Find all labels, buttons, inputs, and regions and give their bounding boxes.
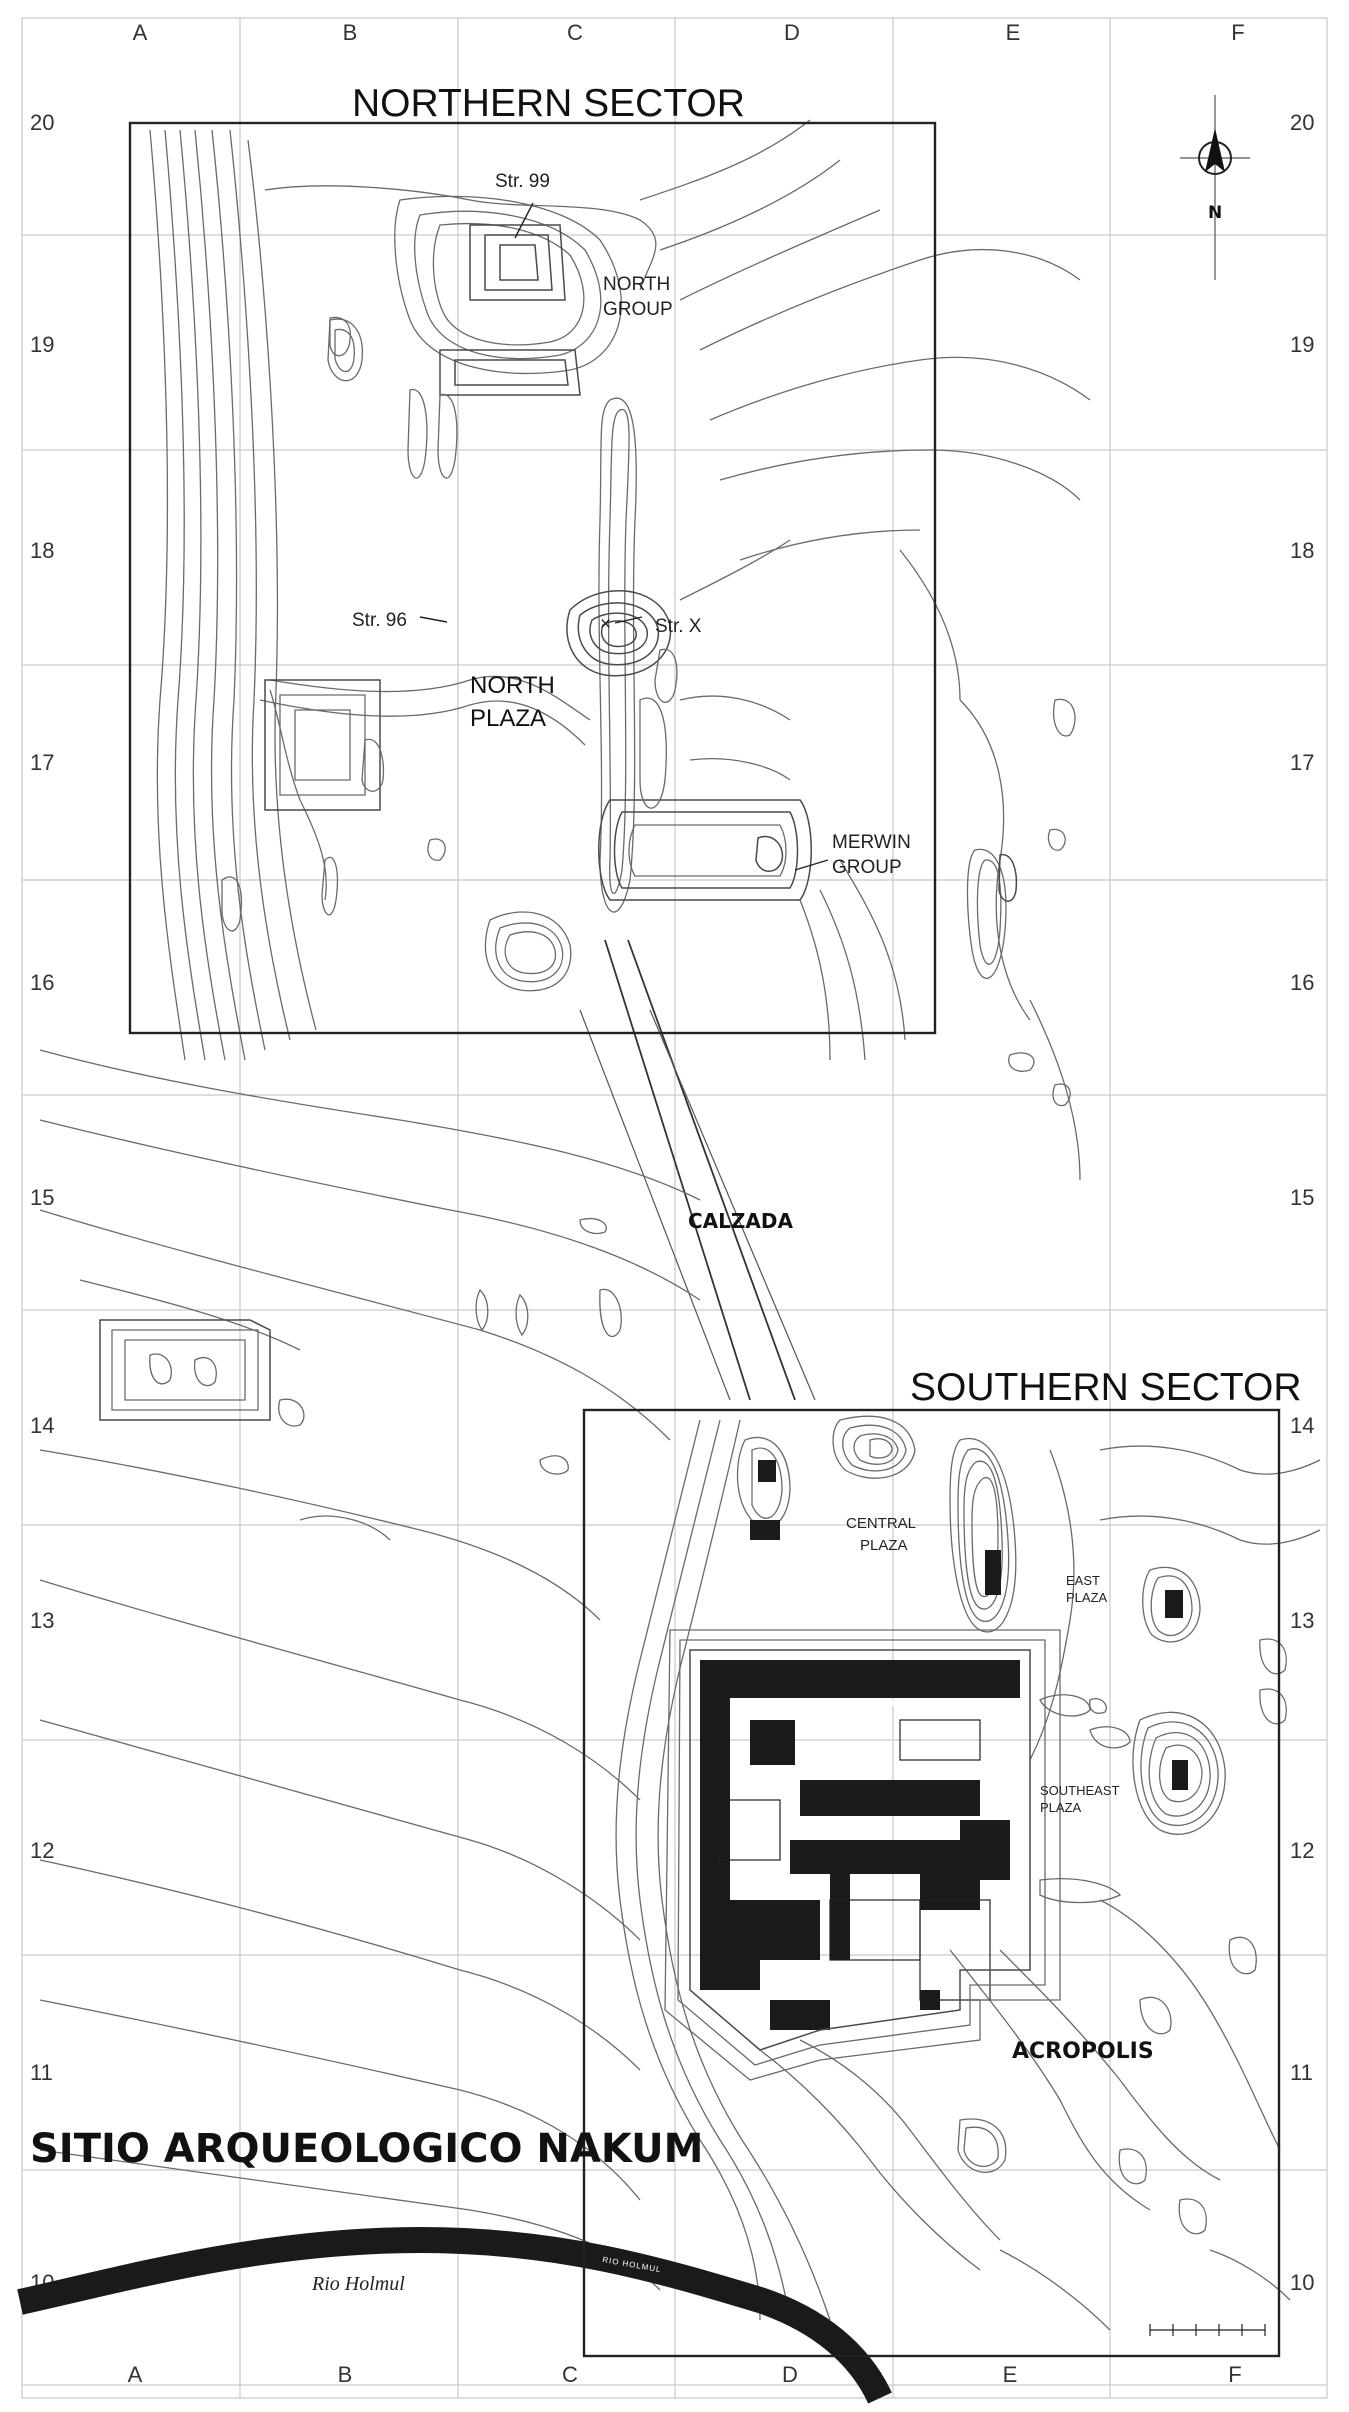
row-label-20: 20	[30, 110, 54, 135]
calzada-label: CALZADA	[688, 1209, 793, 1233]
row-label-11-right: 11	[1290, 2060, 1313, 2085]
contours-south	[39, 1049, 1321, 2331]
northern-sector-box	[128, 121, 937, 1035]
row-label-20-right: 20	[1290, 110, 1314, 135]
row-label-19-right: 19	[1290, 332, 1314, 357]
row-label-17-right: 17	[1290, 750, 1314, 775]
row-label-16-right: 16	[1290, 970, 1314, 995]
map-title: SITIO ARQUEOLOGICO NAKUM	[30, 2126, 703, 2172]
rio-holmul-river: RIO HOLMUL	[17, 2226, 892, 2404]
scale-bar	[1149, 2324, 1266, 2336]
row-label-13: 13	[30, 1608, 54, 1633]
north-arrow-label: N	[1208, 203, 1222, 223]
acropolis-label: ACROPOLIS	[1012, 2039, 1154, 2064]
row-label-16: 16	[30, 970, 54, 995]
north-group-label-line2: GROUP	[603, 299, 673, 320]
northern-sector-title: NORTHERN SECTOR	[352, 82, 745, 125]
east-plaza-label-line2: PLAZA	[1066, 1590, 1108, 1605]
str96-label: Str. 96	[352, 610, 407, 631]
col-label-a: A	[133, 20, 148, 45]
strx-leader	[614, 616, 643, 624]
col-label-b-bottom: B	[338, 2362, 353, 2387]
river-label: Rio Holmul	[311, 2273, 405, 2295]
row-label-17: 17	[30, 750, 54, 775]
str99-leader	[514, 202, 534, 239]
col-label-a-bottom: A	[128, 2362, 143, 2387]
col-label-d: D	[784, 20, 800, 45]
col-label-e-bottom: E	[1003, 2362, 1018, 2387]
col-label-d-bottom: D	[782, 2362, 798, 2387]
central-plaza-label-line2: PLAZA	[860, 1537, 908, 1554]
north-arrow-icon: N	[1180, 95, 1250, 280]
col-label-b: B	[343, 20, 358, 45]
north-plaza-label-line2: PLAZA	[470, 705, 546, 732]
contours-north	[149, 119, 1091, 1181]
col-label-f-bottom: F	[1228, 2362, 1241, 2387]
row-label-12: 12	[30, 1838, 54, 1863]
merwin-leader	[794, 859, 829, 871]
strx-label: Str. X	[655, 616, 702, 637]
strx-marker: ×	[600, 614, 611, 635]
map-grid	[21, 17, 1328, 2399]
north-plaza-label-line1: NORTH	[470, 672, 555, 699]
row-labels-left: 20 19 18 17 16 15 14 13 12 11 10	[30, 110, 54, 2295]
merwin-group-label-line1: MERWIN	[832, 832, 911, 853]
row-label-11: 11	[30, 2060, 53, 2085]
col-label-c: C	[567, 20, 583, 45]
southern-sector-box	[582, 1408, 1281, 2358]
north-group-label-line1: NORTH	[603, 274, 670, 295]
row-labels-right: 20 19 18 17 16 15 14 13 12 11 10	[1290, 110, 1314, 2295]
str96-leader	[419, 616, 448, 623]
southeast-plaza-label-line2: PLAZA	[1040, 1800, 1082, 1815]
row-label-18-right: 18	[1290, 538, 1314, 563]
col-label-c-bottom: C	[562, 2362, 578, 2387]
row-label-12-right: 12	[1290, 1838, 1314, 1863]
row-label-13-right: 13	[1290, 1608, 1314, 1633]
row-label-10-right: 10	[1290, 2270, 1314, 2295]
row-label-14-right: 14	[1290, 1413, 1314, 1438]
row-label-19: 19	[30, 332, 54, 357]
central-plaza-label-line1: CENTRAL	[846, 1515, 916, 1532]
east-plaza-label-line1: EAST	[1066, 1573, 1100, 1588]
str99-label: Str. 99	[495, 171, 550, 192]
row-label-15: 15	[30, 1185, 54, 1210]
column-labels-bottom: A B C D E F	[128, 2362, 1242, 2387]
row-label-18: 18	[30, 538, 54, 563]
acropolis-structures	[664, 1460, 1188, 2081]
column-labels-top: A B C D E F	[133, 20, 1245, 45]
southeast-plaza-label-line1: SOUTHEAST	[1040, 1783, 1120, 1798]
southern-sector-title: SOUTHERN SECTOR	[910, 1366, 1302, 1409]
row-label-14: 14	[30, 1413, 54, 1438]
row-label-15-right: 15	[1290, 1185, 1314, 1210]
calzada-causeway	[579, 939, 816, 1401]
col-label-e: E	[1006, 20, 1021, 45]
col-label-f: F	[1231, 20, 1244, 45]
merwin-group-label-line2: GROUP	[832, 857, 902, 878]
